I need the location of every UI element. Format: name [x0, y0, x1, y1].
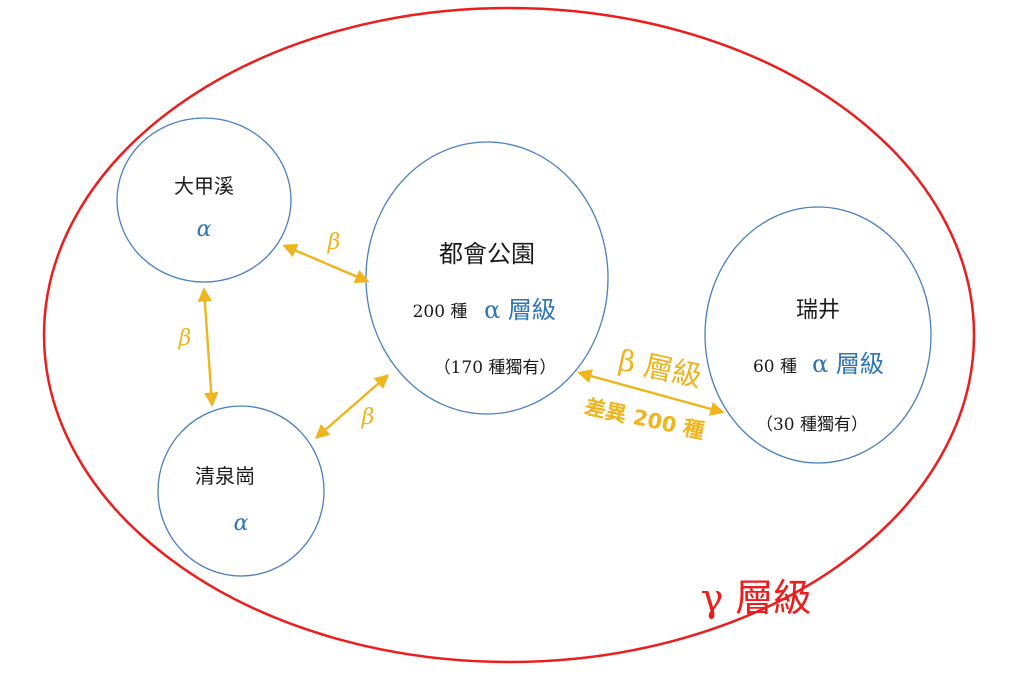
- species-count-urban-park: 200 種: [413, 302, 468, 322]
- habitat-circle-ruijing: [704, 206, 932, 464]
- arrow-park-ruijing: [577, 369, 725, 416]
- habitat-name-dajiaxi: 大甲溪: [174, 174, 234, 198]
- beta-label-dajiaxi-qingquangang: β: [178, 326, 192, 351]
- unique-species-urban-park: （170 種獨有）: [434, 358, 557, 378]
- gamma-level-label: γ 層級: [701, 576, 812, 620]
- alpha-level-urban-park: α 層級: [484, 296, 556, 324]
- alpha-symbol-qingquangang: α: [234, 511, 249, 536]
- habitat-name-urban-park: 都會公園: [439, 240, 535, 268]
- species-count-ruijing: 60 種: [753, 357, 797, 377]
- beta-label-qingquangang-park: β: [361, 405, 375, 430]
- arrow-dajiaxi-park: [282, 243, 370, 284]
- alpha-level-ruijing: α 層級: [812, 350, 884, 378]
- arrow-qingquangang-park: [314, 374, 390, 439]
- habitat-name-ruijing: 瑞井: [796, 298, 840, 323]
- habitat-circle-dajiaxi: [116, 117, 292, 283]
- gamma-ring: [42, 6, 976, 664]
- habitat-name-qingquangang: 清泉崗: [195, 464, 255, 488]
- alpha-symbol-dajiaxi: α: [197, 217, 212, 242]
- beta-label-dajiaxi-park: β: [327, 230, 341, 255]
- arrow-dajiaxi-qingquangang: [197, 287, 219, 407]
- unique-species-ruijing: （30 種獨有）: [756, 415, 868, 435]
- habitat-circle-qingquangang: [157, 405, 325, 577]
